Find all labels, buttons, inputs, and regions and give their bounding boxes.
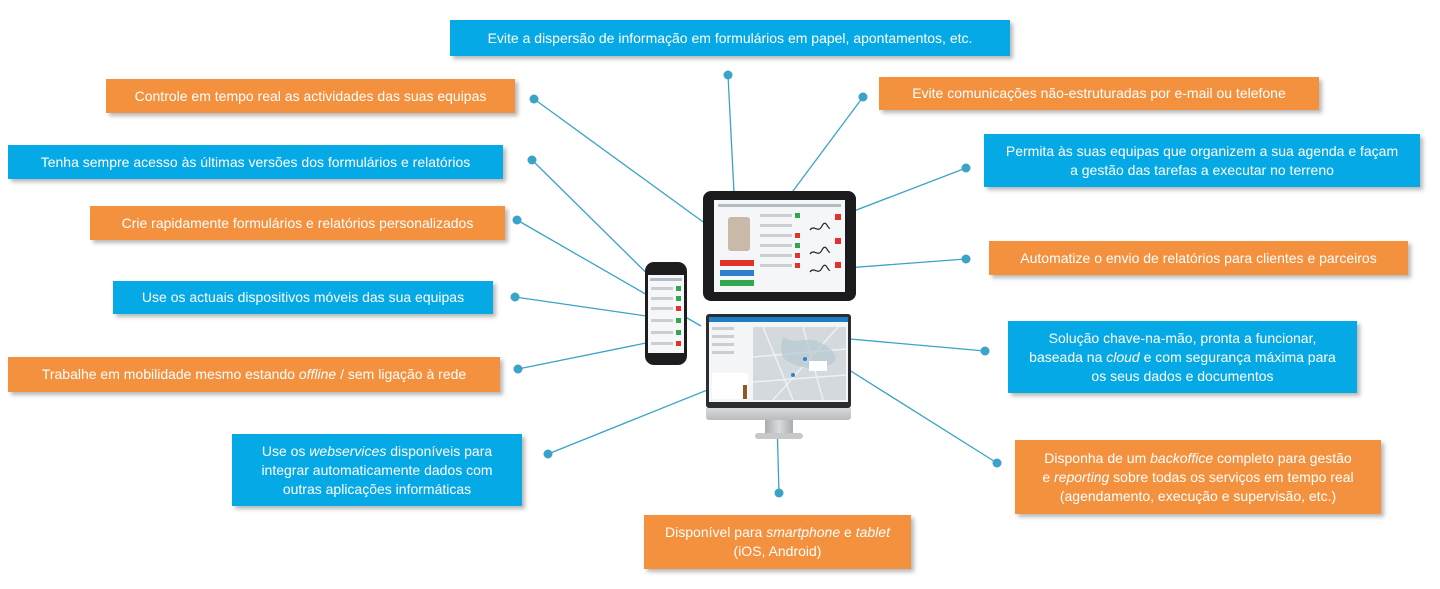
callout-line: Tenha sempre acesso às últimas versões d… <box>41 153 471 172</box>
callout-dispositivos: Use os actuais dispositivos móveis das s… <box>113 281 493 314</box>
callout-tempo-real: Controle em tempo real as actividades da… <box>106 79 515 113</box>
callout-line: Automatize o envio de relatórios para cl… <box>1020 249 1376 268</box>
callout-dispersao: Evite a dispersão de informação em formu… <box>450 20 1010 56</box>
callout-agenda: Permita às suas equipas que organizem a … <box>984 134 1420 187</box>
callout-offline: Trabalhe em mobilidade mesmo estando off… <box>8 357 500 392</box>
emphasis-text: reporting <box>1054 468 1110 485</box>
callout-line: (iOS, Android) <box>665 542 890 561</box>
smartphone-screen <box>648 275 684 353</box>
text-segment: Crie rapidamente formulários e relatório… <box>121 214 474 231</box>
text-segment: a gestão das tarefas a executar no terre… <box>1070 161 1334 178</box>
text-segment: disponíveis para <box>386 442 493 459</box>
callout-formularios: Crie rapidamente formulários e relatório… <box>90 206 505 240</box>
callout-dispositivos-text: Use os actuais dispositivos móveis das s… <box>142 288 464 307</box>
smartphone-device <box>645 262 687 365</box>
callout-line: Use os actuais dispositivos móveis das s… <box>142 288 464 307</box>
callout-line: outras aplicações informáticas <box>261 480 492 499</box>
text-segment: Controle em tempo real as actividades da… <box>134 87 487 104</box>
tablet-screen <box>714 200 845 292</box>
monitor-stand <box>765 420 793 434</box>
text-segment: / sem ligação à rede <box>336 366 467 382</box>
callout-automatize: Automatize o envio de relatórios para cl… <box>989 241 1408 275</box>
text-segment: e <box>840 524 856 540</box>
callout-comunicacoes: Evite comunicações não-estruturadas por … <box>879 77 1319 110</box>
text-segment: integrar automaticamente dados com <box>261 461 493 478</box>
emphasis-text: tablet <box>855 524 890 540</box>
callout-line: integrar automaticamente dados com <box>261 461 492 480</box>
callout-line: Permita às suas equipas que organizem a … <box>1006 142 1398 161</box>
callout-line: Trabalhe em mobilidade mesmo estando off… <box>42 365 466 384</box>
callout-line: Evite comunicações não-estruturadas por … <box>912 84 1286 103</box>
callout-agenda-text: Permita às suas equipas que organizem a … <box>1006 142 1398 180</box>
text-segment: completo para gestão <box>1213 449 1352 466</box>
text-segment: Use os actuais dispositivos móveis das s… <box>141 289 465 305</box>
monitor-foot <box>755 433 803 439</box>
callout-comunicacoes-text: Evite comunicações não-estruturadas por … <box>912 84 1286 103</box>
callout-disponivel-text: Disponível para smartphone e tablet(iOS,… <box>665 523 890 561</box>
emphasis-text: smartphone <box>766 524 841 540</box>
text-segment: Disponha de um <box>1044 449 1151 466</box>
text-segment: os seus dados e documentos <box>1091 367 1274 384</box>
text-segment: Evite comunicações não-estruturadas por … <box>912 85 1286 101</box>
callout-line: Crie rapidamente formulários e relatório… <box>122 214 474 233</box>
text-segment: outras aplicações informáticas <box>282 480 472 497</box>
desktop-monitor <box>706 314 851 408</box>
text-segment: (iOS, Android) <box>733 543 822 559</box>
text-segment: e com segurança máxima para <box>1139 348 1336 365</box>
emphasis-text: offline <box>298 366 337 382</box>
callout-formularios-text: Crie rapidamente formulários e relatório… <box>122 214 474 233</box>
callout-line: Solução chave-na-mão, pronta a funcionar… <box>1029 329 1336 348</box>
callout-backoffice-text: Disponha de um backoffice completo para … <box>1042 449 1353 506</box>
callout-disponivel: Disponível para smartphone e tablet(iOS,… <box>644 515 911 569</box>
callout-line: Controle em tempo real as actividades da… <box>135 87 487 106</box>
text-segment: Evite a dispersão de informação em formu… <box>487 29 973 46</box>
text-segment: (agendamento, execução e supervisão, etc… <box>1059 487 1337 504</box>
text-segment: Trabalhe em mobilidade mesmo estando <box>41 366 299 382</box>
monitor-chin <box>706 408 851 420</box>
callout-line: Evite a dispersão de informação em formu… <box>488 29 973 48</box>
emphasis-text: backoffice <box>1150 449 1214 466</box>
callout-solucao: Solução chave-na-mão, pronta a funcionar… <box>1008 321 1357 393</box>
text-segment: Automatize o envio de relatórios para cl… <box>1020 249 1377 266</box>
text-segment: Use os <box>261 442 310 459</box>
text-segment: e <box>1042 468 1055 485</box>
callout-line: baseada na cloud e com segurança máxima … <box>1029 348 1336 367</box>
emphasis-text: cloud <box>1106 348 1140 365</box>
callout-line: Disponha de um backoffice completo para … <box>1042 449 1353 468</box>
callout-automatize-text: Automatize o envio de relatórios para cl… <box>1020 249 1376 268</box>
callout-line: (agendamento, execução e supervisão, etc… <box>1042 487 1353 506</box>
text-segment: Tenha sempre acesso às últimas versões d… <box>40 153 471 170</box>
text-segment: Solução chave-na-mão, pronta a funcionar… <box>1048 329 1317 346</box>
text-segment: Permita às suas equipas que organizem a … <box>1005 142 1399 159</box>
callout-line: a gestão das tarefas a executar no terre… <box>1006 161 1398 180</box>
text-segment: baseada na <box>1029 348 1107 365</box>
text-segment: Disponível para <box>665 524 767 540</box>
callout-line: e reporting sobre todas os serviços em t… <box>1042 468 1353 487</box>
callout-tempo-real-text: Controle em tempo real as actividades da… <box>135 87 487 106</box>
callout-versoes-text: Tenha sempre acesso às últimas versões d… <box>41 153 471 172</box>
callout-versoes: Tenha sempre acesso às últimas versões d… <box>8 145 503 179</box>
callout-dispersao-text: Evite a dispersão de informação em formu… <box>488 29 973 48</box>
tablet-device <box>703 191 856 301</box>
callout-backoffice: Disponha de um backoffice completo para … <box>1015 440 1381 514</box>
text-segment: sobre todas os serviços em tempo real <box>1109 468 1354 485</box>
monitor-screen <box>709 317 848 402</box>
emphasis-text: webservices <box>309 442 387 459</box>
callout-line: Use os webservices disponíveis para <box>261 442 492 461</box>
callout-offline-text: Trabalhe em mobilidade mesmo estando off… <box>42 365 466 384</box>
callout-line: Disponível para smartphone e tablet <box>665 523 890 542</box>
callout-line: os seus dados e documentos <box>1029 367 1336 386</box>
callout-solucao-text: Solução chave-na-mão, pronta a funcionar… <box>1029 329 1336 386</box>
